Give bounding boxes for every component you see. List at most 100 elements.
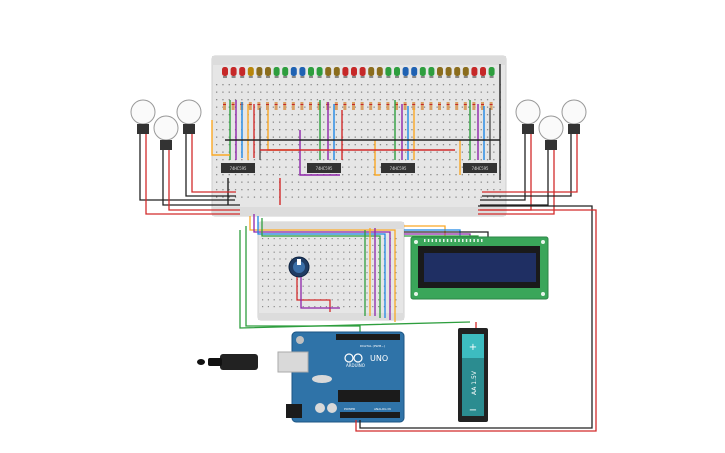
- battery-type-label: AA 1.5V: [471, 370, 478, 395]
- bulb-left-3[interactable]: [176, 99, 202, 134]
- resistor: [386, 102, 390, 110]
- led[interactable]: [488, 67, 495, 78]
- battery-aa[interactable]: + − AA 1.5V: [458, 328, 488, 422]
- bulb-left-2[interactable]: [153, 115, 179, 150]
- led[interactable]: [325, 67, 332, 78]
- resistor: [352, 102, 355, 110]
- resistor: [377, 102, 381, 110]
- led[interactable]: [239, 67, 246, 78]
- led[interactable]: [299, 67, 306, 78]
- resistor: [472, 102, 476, 110]
- arduino-logo-text: ARDUINO: [346, 363, 365, 368]
- analog-header-label: ANALOG IN: [374, 407, 391, 411]
- bulb-left-1[interactable]: [130, 99, 156, 134]
- ic-chip-3[interactable]: 74HC595: [381, 163, 415, 173]
- battery-plus-label: +: [469, 342, 477, 353]
- usb-port: [277, 351, 309, 373]
- resistor-row: [223, 102, 493, 110]
- reset-button[interactable]: [296, 336, 304, 344]
- usb-cable: [197, 354, 258, 370]
- led[interactable]: [359, 67, 366, 78]
- led[interactable]: [316, 67, 323, 78]
- resistor: [489, 102, 493, 110]
- small-breadboard[interactable]: [257, 221, 405, 321]
- shift-register-chips: 74HC595 74HC595 74HC595 74HC595: [221, 163, 497, 173]
- led[interactable]: [351, 67, 357, 78]
- led[interactable]: [480, 67, 486, 78]
- lcd-display[interactable]: [410, 236, 549, 300]
- led[interactable]: [273, 67, 280, 78]
- led[interactable]: [411, 67, 418, 78]
- bulb-right-2[interactable]: [538, 115, 564, 150]
- microcontroller-chip: [338, 390, 400, 402]
- arduino-uno-board[interactable]: ARDUINO UNO DIGITAL (PWM~) POWER ANALOG …: [277, 331, 405, 423]
- led-row: [222, 67, 495, 78]
- lcd-screen: [424, 253, 536, 282]
- resistor: [248, 102, 252, 110]
- resistor: [455, 102, 459, 110]
- resistor: [266, 102, 269, 110]
- led[interactable]: [265, 67, 271, 78]
- bulb-group-left: [130, 99, 240, 215]
- led[interactable]: [342, 67, 349, 78]
- led[interactable]: [247, 67, 254, 78]
- led[interactable]: [256, 67, 263, 78]
- led[interactable]: [437, 67, 443, 78]
- resistor: [317, 102, 321, 110]
- led[interactable]: [419, 67, 426, 78]
- resistor: [231, 102, 235, 110]
- digital-header: [336, 334, 400, 340]
- resistor: [223, 102, 226, 110]
- arduino-logo-icon: [344, 353, 363, 363]
- resistor: [438, 102, 441, 110]
- led[interactable]: [454, 67, 461, 78]
- bulb-group-right: [478, 99, 587, 215]
- led[interactable]: [402, 67, 409, 78]
- led[interactable]: [333, 67, 340, 78]
- resistor: [446, 102, 450, 110]
- ic-chip-2[interactable]: 74HC595: [307, 163, 341, 173]
- resistor: [360, 102, 364, 110]
- resistor: [403, 102, 407, 110]
- led[interactable]: [428, 67, 435, 78]
- resistor: [369, 102, 373, 110]
- led[interactable]: [282, 67, 289, 78]
- resistor: [274, 102, 278, 110]
- resistor: [334, 102, 338, 110]
- led[interactable]: [385, 67, 392, 78]
- led[interactable]: [471, 67, 478, 78]
- power-jack: [286, 404, 302, 418]
- bulb-right-3[interactable]: [561, 99, 587, 134]
- resistor: [309, 102, 312, 110]
- resistor: [429, 102, 433, 110]
- ic-chip-1-label: 74HC595: [230, 166, 247, 171]
- digital-header-label: DIGITAL (PWM~): [360, 344, 385, 348]
- led[interactable]: [376, 67, 383, 78]
- arduino-model-label: UNO: [370, 354, 388, 363]
- resistor: [395, 102, 398, 110]
- bulb-right-1[interactable]: [515, 99, 541, 134]
- resistor: [257, 102, 261, 110]
- ic-chip-2-label: 74HC595: [316, 166, 333, 171]
- led[interactable]: [222, 67, 228, 78]
- led[interactable]: [308, 67, 314, 78]
- resistor: [463, 102, 467, 110]
- ic-chip-3-label: 74HC595: [390, 166, 407, 171]
- led[interactable]: [394, 67, 400, 78]
- resistor: [343, 102, 347, 110]
- resistor: [283, 102, 287, 110]
- resistor: [481, 102, 484, 110]
- top-board-wires: [211, 64, 501, 205]
- potentiometer[interactable]: [288, 256, 310, 278]
- led[interactable]: [290, 67, 297, 78]
- led[interactable]: [368, 67, 375, 78]
- top-breadboard[interactable]: [211, 55, 507, 217]
- led[interactable]: [230, 67, 237, 78]
- led[interactable]: [462, 67, 469, 78]
- ic-chip-4-label: 74HC595: [472, 166, 489, 171]
- ic-chip-4[interactable]: 74HC595: [463, 163, 497, 173]
- analog-header: [340, 412, 400, 418]
- ic-chip-1[interactable]: 74HC595: [221, 163, 255, 173]
- led[interactable]: [445, 67, 452, 78]
